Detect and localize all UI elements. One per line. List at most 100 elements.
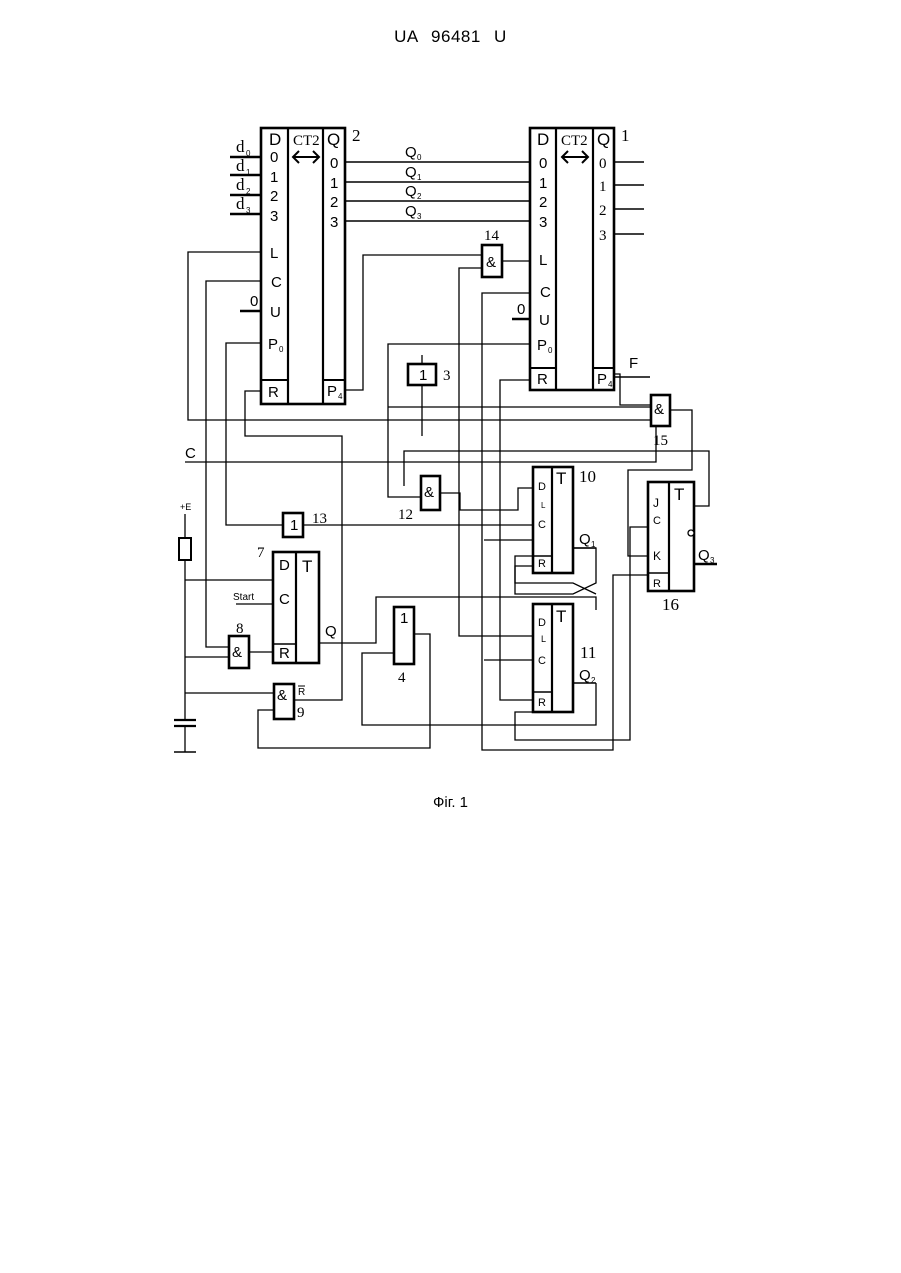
counter-1-r-label: R [537, 371, 548, 388]
zero-label-2: 0 [250, 293, 258, 310]
counter-1-l-label: L [539, 252, 547, 269]
counter-2-u-label: U [270, 304, 281, 321]
and-gate-9-output: R [298, 687, 305, 698]
ff-10-r-label: R [538, 558, 546, 570]
q2-bus-sub: 2 [417, 192, 422, 201]
counter-1-c-label: C [540, 284, 551, 301]
and-gate-12-symbol: & [424, 484, 434, 501]
ff-7-q-label: Q [325, 623, 337, 640]
counter-2-l-label: L [270, 245, 278, 262]
q0-bus-label: Q [405, 144, 417, 161]
d0-sub: 0 [246, 149, 251, 158]
counter-2-c-label: C [271, 274, 282, 291]
counter-2-p4-label: P [327, 383, 337, 400]
counter-1-in-3: 3 [539, 214, 547, 231]
counter-1-out-3: 3 [599, 228, 607, 244]
q3-bus-sub: 3 [417, 212, 422, 221]
jk-16-number: 16 [662, 595, 679, 614]
counter-1-in-0: 0 [539, 155, 547, 172]
and-gate-15-number: 15 [653, 433, 668, 449]
counter-2-in-0: 0 [270, 149, 278, 166]
figure-caption: Фіг. 1 [0, 794, 901, 811]
ff-10-number: 10 [579, 467, 596, 486]
supply-label: +E [180, 502, 191, 512]
jk-16-q-label: Q [698, 547, 710, 564]
ff-7-d-label: D [279, 557, 290, 574]
and-gate-12-number: 12 [398, 507, 413, 523]
or-gate-3-symbol: 1 [419, 367, 427, 384]
d2-label: d [236, 175, 245, 194]
jk-16-c-label: C [653, 515, 661, 527]
or-gate-3-number: 3 [443, 368, 451, 384]
counter-1-d-label: D [537, 130, 549, 149]
q2-bus-label: Q [405, 183, 417, 200]
and-gate-14-number: 14 [484, 228, 500, 244]
counter-2-q-label: Q [327, 130, 340, 149]
start-label: Start [233, 592, 254, 603]
ff-11-d-label: D [538, 617, 546, 629]
counter-2-p4-sub: 4 [338, 392, 343, 401]
ff-7-r-label: R [279, 645, 290, 662]
ff-10-type: T [556, 469, 566, 488]
ff-11-type: T [556, 607, 566, 626]
counter-1-out-1: 1 [599, 179, 607, 195]
counter-1-q-label: Q [597, 130, 610, 149]
q0-bus-sub: 0 [417, 153, 422, 162]
ff-10-l-label: L [541, 501, 546, 510]
counter-2-number: 2 [352, 126, 361, 145]
jk-16-k-label: K [653, 549, 661, 563]
ff-10-q-label: Q [579, 531, 591, 548]
ff-11-q-sub: 2 [591, 676, 596, 685]
counter-1-u-label: U [539, 312, 550, 329]
counter-1-out-0: 0 [599, 156, 607, 172]
clock-label: C [185, 445, 196, 462]
d3-sub: 3 [246, 206, 251, 215]
ff-7-c-label: C [279, 591, 290, 608]
counter-1-out-2: 2 [599, 203, 607, 219]
and-gate-9-symbol: & [277, 687, 287, 704]
counter-1-p0-label: P [537, 337, 547, 354]
f-output-label: F [629, 355, 638, 372]
d1-label: d [236, 156, 245, 175]
and-gate-8-number: 8 [236, 621, 244, 637]
counter-1-p0-sub: 0 [548, 346, 553, 355]
ff-11-c-label: C [538, 655, 546, 667]
jk-16-q-sub: 3 [710, 556, 715, 565]
d3-label: d [236, 194, 245, 213]
counter-2-out-1: 1 [330, 175, 338, 192]
ff-11-number: 11 [580, 643, 596, 662]
ff-7-type: T [302, 557, 312, 576]
and-gate-9-number: 9 [297, 705, 305, 721]
counter-2-in-3: 3 [270, 208, 278, 225]
counter-1-p4-label: P [597, 371, 607, 388]
counter-2-in-2: 2 [270, 188, 278, 205]
and-gate-15-symbol: & [654, 401, 664, 418]
jk-16-j-label: J [653, 496, 659, 510]
counter-1-number: 1 [621, 126, 630, 145]
ff-10-q-sub: 1 [591, 540, 596, 549]
and-gate-14-symbol: & [486, 254, 496, 271]
ff-10-d-label: D [538, 481, 546, 493]
counter-2-d-label: D [269, 130, 281, 149]
counter-1 [512, 128, 650, 390]
jk-16-r-label: R [653, 578, 661, 590]
counter-2-in-1: 1 [270, 169, 278, 186]
counter-1-in-2: 2 [539, 194, 547, 211]
counter-1-p4-sub: 4 [608, 380, 613, 389]
q1-bus-label: Q [405, 164, 417, 181]
d1-sub: 1 [246, 168, 251, 177]
and-gate-8-symbol: & [232, 644, 242, 661]
ff-11-l-label: L [541, 634, 546, 644]
ff-7-number: 7 [257, 545, 265, 561]
ff-11-q-label: Q [579, 667, 591, 684]
d0-label: d [236, 137, 245, 156]
counter-2-type: CT2 [293, 133, 320, 149]
counter-2-r-label: R [268, 384, 279, 401]
d2-sub: 2 [246, 187, 251, 196]
or-gate-13-number: 13 [312, 511, 327, 527]
or-gate-4-number: 4 [398, 670, 406, 686]
counter-2-out-2: 2 [330, 194, 338, 211]
ff-11-r-label: R [538, 697, 546, 709]
counter-2-p0-label: P [268, 336, 278, 353]
counter-1-type: CT2 [561, 133, 588, 149]
